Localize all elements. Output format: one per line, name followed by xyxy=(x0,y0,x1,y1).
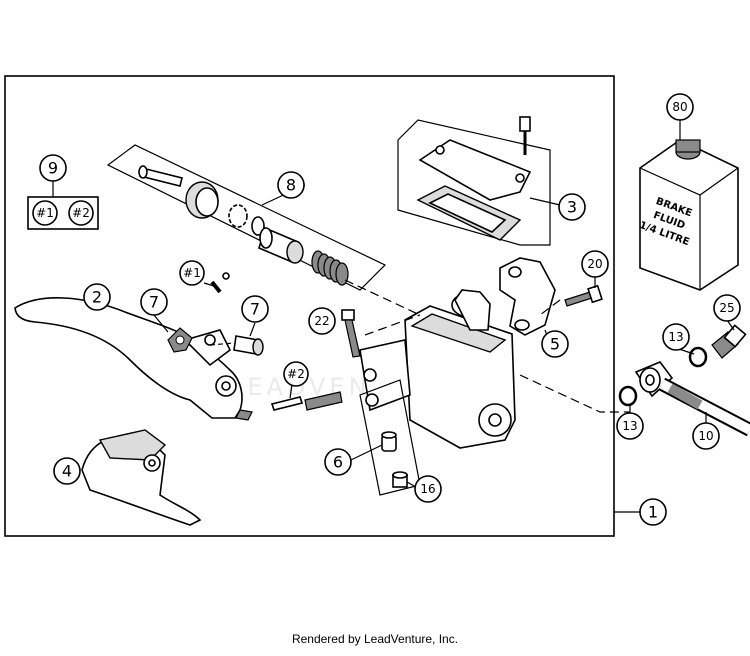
brake-fluid-bottle: BRAKE FLUID 1/4 LITRE xyxy=(638,139,739,291)
svg-text:6: 6 xyxy=(333,453,343,472)
callout-13-lower[interactable]: 13 xyxy=(616,405,644,440)
small-spring xyxy=(210,272,230,294)
svg-text:13: 13 xyxy=(668,330,683,344)
svg-text:80: 80 xyxy=(672,100,687,114)
callout-5[interactable]: 5 xyxy=(541,329,569,358)
svg-text:13: 13 xyxy=(622,419,637,433)
reservoir-cover-group xyxy=(397,116,561,246)
callout-20[interactable]: 20 xyxy=(581,250,609,288)
callout-25[interactable]: 25 xyxy=(713,294,741,331)
svg-text:8: 8 xyxy=(286,176,296,195)
brake-lever xyxy=(14,297,253,421)
piston-kit-group xyxy=(106,144,387,291)
assembly-line-clamp xyxy=(539,299,561,316)
svg-text:25: 25 xyxy=(719,301,734,315)
adjuster-knob xyxy=(167,327,193,353)
lever-dust-boot xyxy=(81,429,202,526)
hardware-label-2: #2 xyxy=(72,206,90,220)
assembly-frame xyxy=(4,75,615,537)
callout-7-knob[interactable]: 7 xyxy=(140,288,169,333)
callout-4[interactable]: 4 xyxy=(53,457,81,485)
pivot-bolt xyxy=(341,309,361,358)
brake-hose-assembly xyxy=(618,324,750,437)
svg-text:22: 22 xyxy=(314,314,329,328)
callout-10[interactable]: 10 xyxy=(692,412,720,450)
callout-3[interactable]: 3 xyxy=(558,193,586,221)
piston-spring xyxy=(311,250,349,286)
assembly-line-hose xyxy=(519,374,630,413)
svg-text:7: 7 xyxy=(250,300,260,319)
master-cylinder-body xyxy=(359,289,516,449)
callout-hash2[interactable]: #2 xyxy=(283,361,309,387)
hardware-kit-callout: #1 #2 xyxy=(27,181,99,230)
handlebar-clamp xyxy=(499,257,556,336)
adjuster-bushing xyxy=(209,335,264,356)
washer-upper xyxy=(688,346,708,368)
assembly-line-piston xyxy=(344,279,421,316)
footer-credit: Rendered by LeadVenture, Inc. xyxy=(291,632,459,646)
svg-text:5: 5 xyxy=(550,335,560,354)
callout-13-upper[interactable]: 13 xyxy=(662,323,695,355)
svg-text:1: 1 xyxy=(648,503,658,522)
pivot-nut-group xyxy=(359,379,421,496)
svg-text:#1: #1 xyxy=(183,266,201,280)
svg-text:20: 20 xyxy=(587,257,602,271)
svg-text:2: 2 xyxy=(92,288,102,307)
lever-pin-spring xyxy=(270,384,343,411)
clamp-bolt xyxy=(564,284,603,307)
callout-7-bushing[interactable]: 7 xyxy=(241,295,269,337)
callout-8[interactable]: 8 xyxy=(277,171,305,199)
svg-text:3: 3 xyxy=(567,198,577,217)
callout-6[interactable]: 6 xyxy=(324,444,383,476)
svg-text:4: 4 xyxy=(62,462,72,481)
callout-hash1[interactable]: #1 xyxy=(179,260,215,287)
svg-text:#2: #2 xyxy=(287,367,305,381)
svg-text:9: 9 xyxy=(48,159,58,178)
callout-9[interactable]: 9 xyxy=(39,154,67,182)
callout-16[interactable]: 16 xyxy=(406,475,442,503)
callout-1[interactable]: 1 xyxy=(639,498,667,526)
assembly-line-bolt xyxy=(364,314,421,336)
hardware-label-1: #1 xyxy=(36,206,54,220)
callout-80[interactable]: 80 xyxy=(666,93,694,140)
svg-text:16: 16 xyxy=(420,482,435,496)
washer-lower xyxy=(618,385,638,407)
svg-text:7: 7 xyxy=(149,293,159,312)
banjo-bolt xyxy=(711,324,747,359)
callout-2[interactable]: 2 xyxy=(83,283,111,311)
callout-22[interactable]: 22 xyxy=(308,307,336,335)
svg-text:10: 10 xyxy=(698,429,713,443)
